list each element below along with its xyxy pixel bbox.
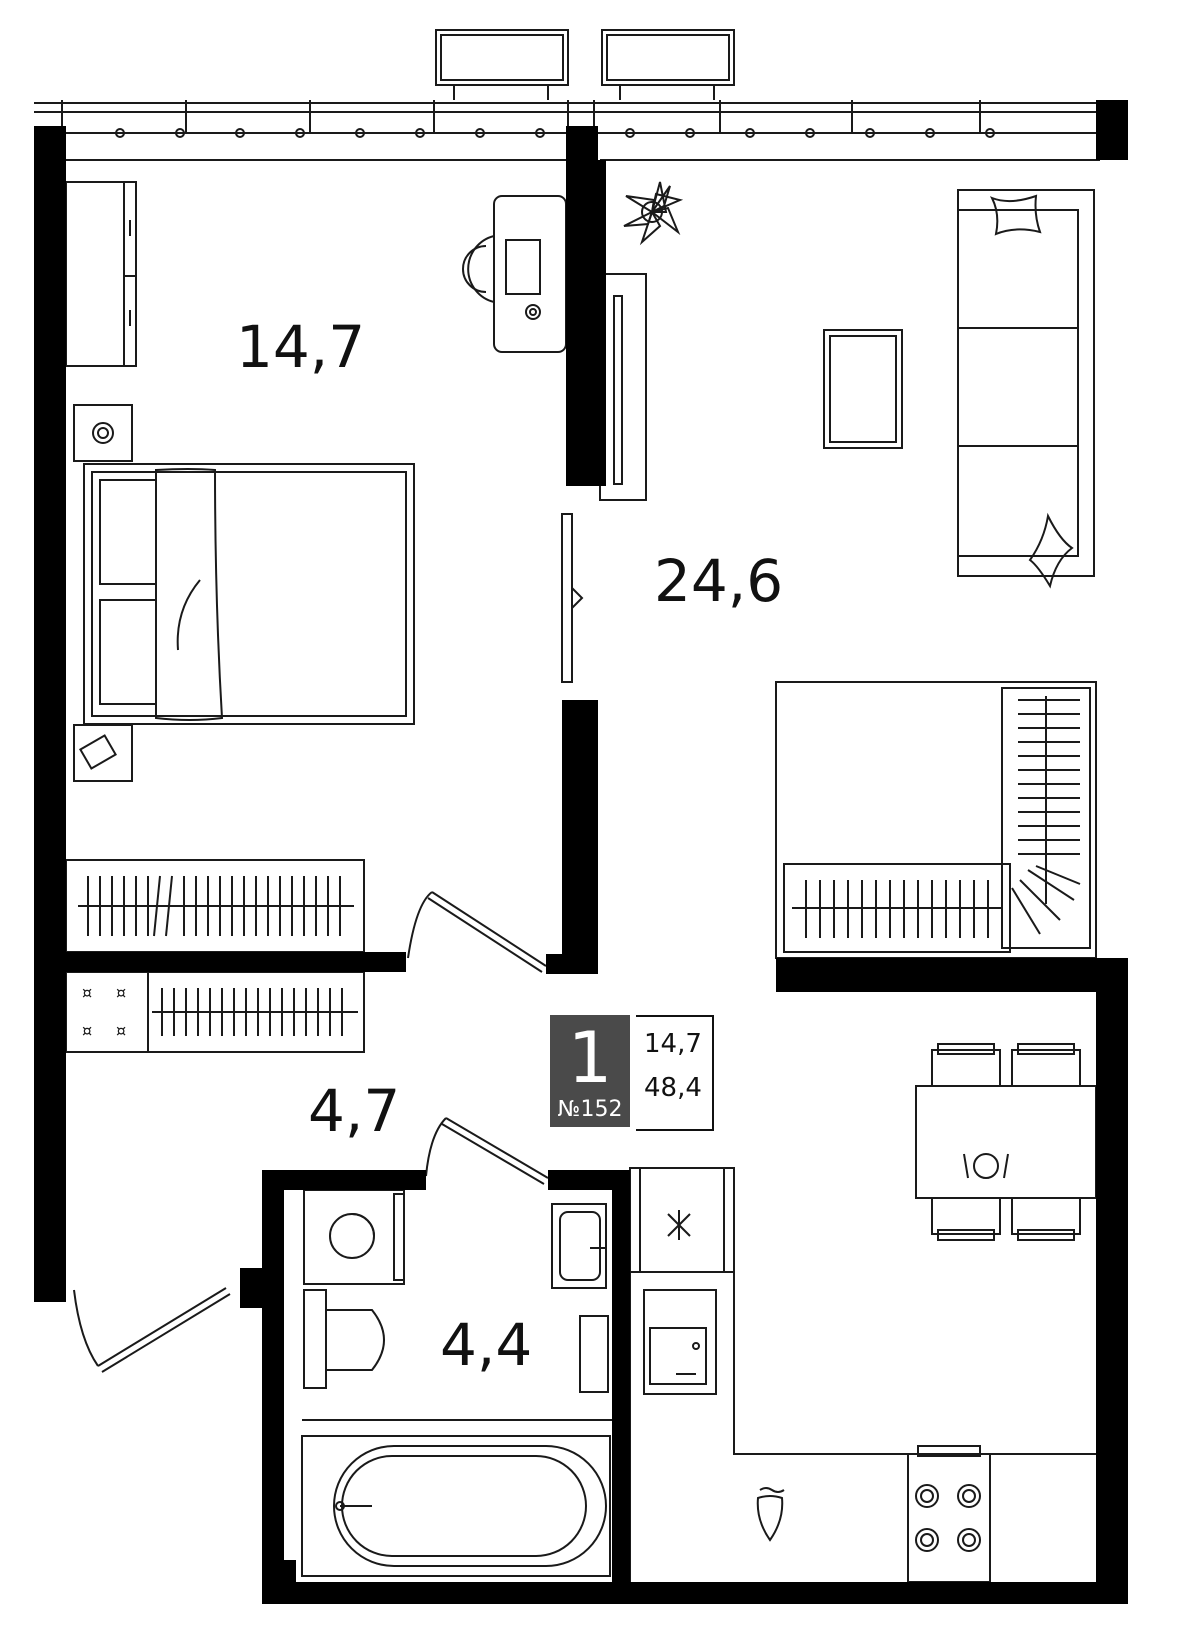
entrance-door [73,1287,231,1373]
living-area-label: 24,6 [654,547,784,615]
sliding-door [561,513,584,683]
svg-text:¤: ¤ [116,983,126,1002]
svg-text:¤: ¤ [82,983,92,1002]
desk [462,195,567,353]
corner-wardrobe [775,681,1097,959]
wardrobe-top-left [65,181,137,367]
hall-area-label: 4,7 [308,1077,401,1145]
bathroom-door [425,1117,549,1185]
bedroom-door [407,891,547,973]
unit-number: №152 [557,1097,623,1122]
cooktop [907,1445,991,1583]
bathroom-sink [551,1203,607,1289]
washing-machine [303,1189,405,1285]
bedroom-area-label: 14,7 [236,313,366,381]
sofa [957,189,1095,589]
apartment-badge: 1 №152 [550,1015,630,1127]
walls [34,100,1128,1604]
hall-cabinet: ¤ ¤ ¤ ¤ [65,971,365,1053]
wardrobe-bedroom-bottom [65,859,365,953]
bathroom-area-label: 4,4 [440,1311,533,1379]
toilet [303,1289,385,1389]
plant [623,181,684,246]
coffee-table [823,329,903,449]
svg-text:¤: ¤ [82,1021,92,1040]
area-summary: 14,7 48,4 [636,1015,714,1131]
fridge [629,1167,735,1273]
total-area: 48,4 [644,1073,702,1103]
ac-unit-left [435,29,569,100]
living-total: 14,7 [644,1029,702,1059]
dining-table [915,1043,1097,1241]
ac-unit-right [601,29,735,100]
bathroom-shelf [579,1315,609,1393]
bathtub [301,1419,612,1577]
rooms-count: 1 [567,1017,613,1099]
double-bed [73,404,415,782]
svg-text:¤: ¤ [116,1021,126,1040]
tv-stand [599,273,647,501]
kitchen-counter [629,1272,1096,1582]
